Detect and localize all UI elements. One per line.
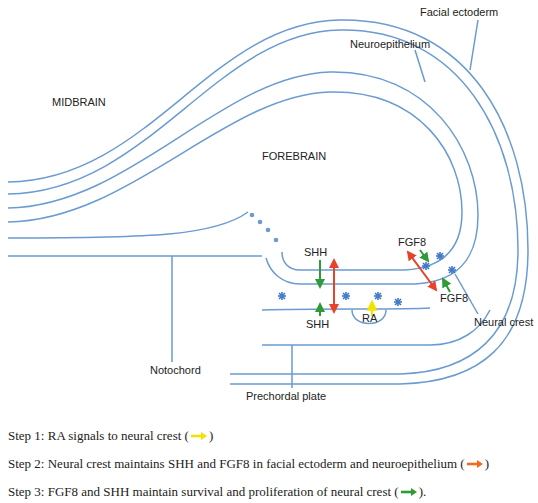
signal-label: SHH — [304, 246, 327, 258]
neural-crest-cell — [436, 252, 444, 260]
step-text: Step 1: RA signals to neural crest ( — [8, 428, 189, 444]
step-text: ) — [485, 456, 489, 472]
step-row: Step 2: Neural crest maintains SHH and F… — [8, 456, 489, 472]
survival-arrow — [443, 279, 450, 292]
maintain-arrow — [333, 260, 335, 312]
survival-arrow — [420, 250, 428, 261]
structure-label: Notochord — [150, 364, 201, 376]
signal-label: FGF8 — [440, 292, 468, 304]
step-row: Step 3: FGF8 and SHH maintain survival a… — [8, 484, 426, 500]
survival-arrow — [319, 304, 321, 316]
leader-line — [470, 20, 478, 70]
signal-label: SHH — [306, 318, 329, 330]
lumen-dot — [250, 213, 255, 218]
neural-crest-cell — [448, 266, 456, 274]
arrow-head — [411, 488, 417, 496]
region-label: MIDBRAIN — [52, 96, 106, 108]
step-text: Step 3: FGF8 and SHH maintain survival a… — [8, 484, 399, 500]
leader-line — [415, 50, 425, 82]
step-text: ) — [209, 428, 213, 444]
step-row: Step 1: RA signals to neural crest () — [8, 428, 213, 444]
neuroepithelium-inner — [8, 92, 462, 270]
structure-label: Neuroepithelium — [350, 38, 430, 50]
lumen-dot — [266, 228, 271, 233]
ectoderm-outer — [8, 20, 528, 384]
neuroepithelium-outer — [8, 72, 478, 284]
ectoderm-inner — [8, 30, 518, 374]
neural-floor — [8, 212, 248, 238]
foregut-upper — [262, 308, 430, 310]
structure-label: Neural crest — [474, 316, 533, 328]
neural-crest-cell — [342, 292, 350, 300]
leader-line — [291, 345, 293, 388]
survival-arrow — [319, 260, 321, 287]
neural-crest-cell — [278, 292, 286, 300]
maintain-arrow — [408, 252, 436, 290]
structure-label: Prechordal plate — [246, 390, 326, 402]
arrow-head — [201, 432, 207, 440]
step-arrow-icon — [190, 431, 208, 441]
arrow-head — [477, 460, 483, 468]
arrow-shaft — [467, 463, 478, 466]
signal-label: FGF8 — [398, 236, 426, 248]
notochord-line — [8, 255, 262, 257]
step-arrow-icon — [400, 487, 418, 497]
neural-crest-cell — [394, 298, 402, 306]
step-arrow-icon — [466, 459, 484, 469]
step-text: Step 2: Neural crest maintains SHH and F… — [8, 456, 465, 472]
lumen-dot — [274, 238, 279, 243]
foregut-lower — [262, 310, 490, 345]
step-text: ). — [419, 484, 427, 500]
signal-label: RA — [362, 312, 377, 324]
lumen-dot — [258, 220, 263, 225]
arrow-shaft — [401, 491, 412, 494]
region-label: FOREBRAIN — [262, 150, 326, 162]
neural-crest-cell — [422, 262, 430, 270]
structure-label: Facial ectoderm — [420, 6, 498, 18]
neural-crest-cell — [374, 292, 382, 300]
ra-pocket — [352, 310, 386, 324]
leader-line — [171, 256, 173, 362]
arrow-shaft — [191, 435, 202, 438]
